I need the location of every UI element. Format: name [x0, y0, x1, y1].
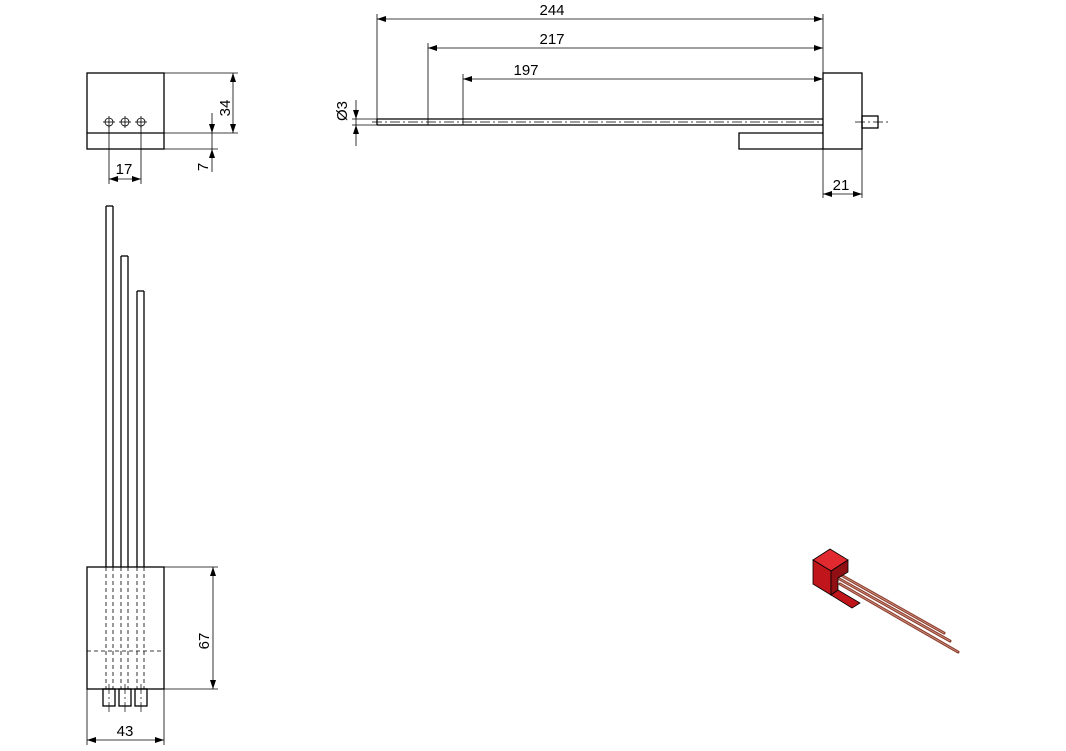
dim-dia3-label: Ø3 — [334, 101, 351, 121]
rod-right — [136, 290, 145, 567]
dim-244-label: 244 — [539, 2, 564, 19]
dim-43-label: 43 — [117, 723, 134, 740]
dim-197-label: 197 — [513, 62, 538, 79]
rod-middle — [120, 255, 129, 567]
dim-21-label: 21 — [833, 177, 850, 194]
side-view: 244 217 197 Ø3 21 — [334, 2, 888, 198]
end-view: 34 7 17 — [86, 72, 238, 184]
plan-view: 67 43 — [86, 205, 218, 745]
iso-block — [812, 548, 861, 609]
dim-17-label: 17 — [116, 161, 133, 178]
rod-sections — [103, 116, 147, 128]
rod-left — [105, 205, 114, 567]
isometric-view — [812, 548, 960, 654]
dim-34-label: 34 — [217, 100, 234, 117]
dim-67-label: 67 — [196, 633, 213, 650]
dim-7-label: 7 — [195, 163, 212, 171]
dim-217-label: 217 — [539, 31, 564, 48]
